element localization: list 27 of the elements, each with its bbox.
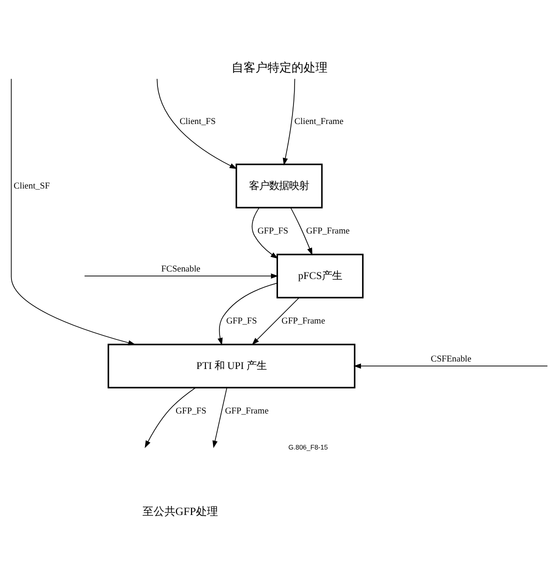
arrow: [252, 297, 300, 345]
arrow: [84, 273, 278, 279]
edge-label: Client_FS: [180, 116, 216, 126]
edge-label: GFP_Frame: [224, 405, 269, 416]
caption: 至公共GFP处理: [142, 506, 218, 518]
diagram-title: 自客户特定的处理: [232, 60, 328, 74]
node-box: pFCS产生: [276, 254, 364, 298]
edge-label: GFP_Frame: [306, 225, 350, 236]
edge-label: FCSenable: [161, 263, 200, 274]
arrow: [144, 387, 196, 448]
node-box: PTI 和 UPI 产生: [108, 344, 356, 388]
arrow: [290, 207, 312, 256]
arrow: [282, 78, 296, 166]
edge-label: GFP_Frame: [282, 315, 326, 326]
edge-label: CSFEnable: [430, 353, 472, 364]
edge-label: GFP_FS: [226, 315, 257, 326]
edge-label: GFP_FS: [176, 405, 206, 416]
arrow: [212, 387, 228, 448]
edge-label: Client_SF: [14, 180, 50, 190]
node-box: 客户数据映射: [236, 164, 323, 208]
arrow: [252, 207, 278, 259]
arrow: [354, 363, 548, 369]
arrow: [156, 78, 238, 169]
edge-label: Client_Frame: [294, 116, 344, 126]
edge-label: GFP_FS: [257, 225, 288, 236]
arrow: [218, 282, 278, 346]
arrow: [10, 78, 136, 346]
